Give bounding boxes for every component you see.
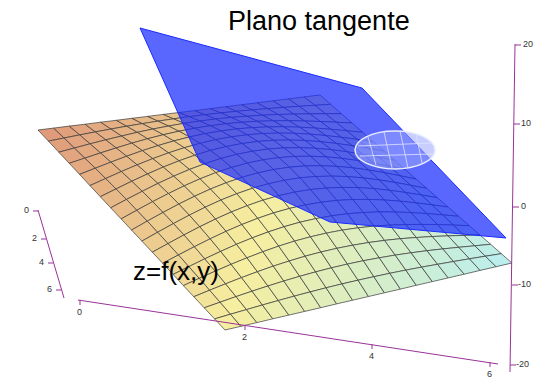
z-tick: -10 [518,280,531,289]
tangent-grid [358,131,434,168]
y-tick: 2 [32,234,37,243]
tangent-plane [140,28,506,238]
mesh-cell [485,254,512,267]
z-tick: 20 [523,40,533,49]
plane-label: Plano tangente [228,8,410,35]
z-tick: 0 [521,202,526,211]
surface-label: z=f(x,y) [133,258,219,284]
y-tick: 6 [47,285,52,294]
x-tick: 2 [242,333,247,342]
y-tick: 4 [39,258,44,267]
axes [33,44,521,372]
x-tick: 4 [369,352,374,361]
tangent-region [355,131,435,169]
x-tick: 6 [487,370,492,379]
z-tick: 10 [521,119,531,128]
y-tick: 0 [24,206,29,215]
x-tick: 0 [77,308,82,317]
z-tick: -20 [516,360,529,369]
